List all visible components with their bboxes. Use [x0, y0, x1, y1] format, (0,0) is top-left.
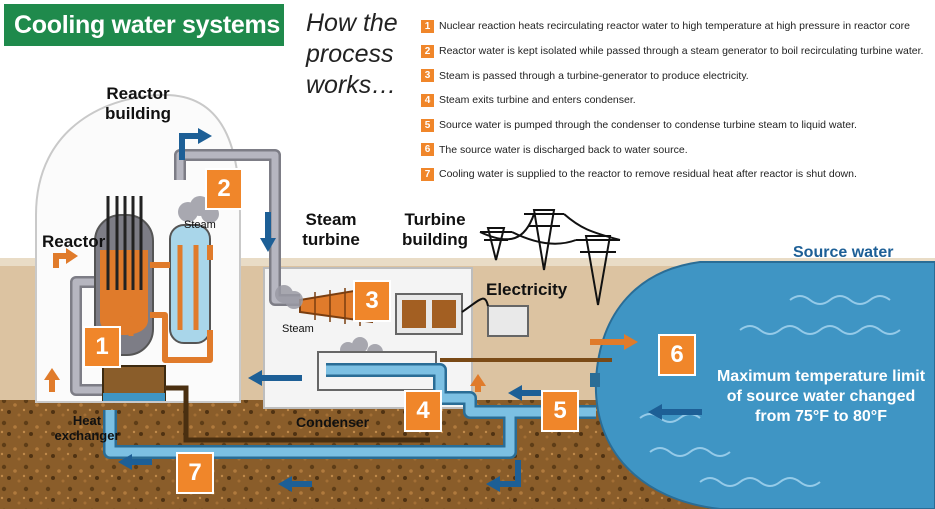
legend-item: 5 Source water is pumped through the con… [421, 113, 931, 138]
max-temperature-note: Maximum temperature limit of source wate… [716, 368, 926, 425]
page-title: Cooling water systems [4, 4, 284, 46]
electricity-label: Electricity [486, 280, 568, 299]
turbine-building-label: Turbine building [401, 210, 469, 249]
step-marker-1: 1 [83, 326, 121, 368]
legend-item: 7 Cooling water is supplied to the react… [421, 162, 931, 187]
legend-step-text: The source water is discharged back to w… [439, 143, 688, 156]
step-marker-3: 3 [353, 280, 391, 322]
steps-legend: 1 Nuclear reaction heats recirculating r… [421, 14, 931, 187]
legend-item: 3 Steam is passed through a turbine-gene… [421, 63, 931, 88]
legend-step-text: Steam exits turbine and enters condenser… [439, 94, 636, 107]
condenser-label: Condenser [296, 414, 370, 430]
legend-item: 6 The source water is discharged back to… [421, 137, 931, 162]
steam-label: Steam [184, 219, 216, 231]
legend-item: 4 Steam exits turbine and enters condens… [421, 88, 931, 113]
intro-heading: How the process works… [306, 9, 398, 99]
step-marker-6: 6 [658, 334, 696, 376]
legend-step-number: 2 [421, 44, 434, 58]
legend-step-text: Nuclear reaction heats recirculating rea… [439, 20, 910, 33]
flow-arrows [44, 128, 702, 492]
steam-label: Steam [282, 323, 314, 335]
legend-step-number: 6 [421, 143, 434, 157]
reactor-building-label: Reactor building [104, 84, 172, 123]
legend-step-text: Reactor water is kept isolated while pas… [439, 45, 924, 58]
steam-turbine-label: Steam turbine [302, 210, 360, 249]
legend-step-number: 4 [421, 93, 434, 107]
legend-item: 2 Reactor water is kept isolated while p… [421, 39, 931, 64]
step-marker-4: 4 [404, 390, 442, 432]
steam-generator [169, 224, 211, 344]
legend-step-number: 5 [421, 118, 434, 132]
source-water-label: Source water [793, 244, 894, 261]
step-marker-7: 7 [176, 452, 214, 494]
transmission-towers [461, 209, 621, 313]
legend-step-text: Steam is passed through a turbine-genera… [439, 69, 749, 82]
heat-exchanger-label: Heat exchanger [54, 413, 120, 443]
legend-step-number: 1 [421, 19, 434, 33]
legend-step-text: Source water is pumped through the conde… [439, 119, 857, 132]
step-marker-2: 2 [205, 168, 243, 210]
legend-step-number: 3 [421, 69, 434, 83]
reactor-label: Reactor [42, 232, 106, 251]
legend-step-number: 7 [421, 167, 434, 181]
legend-item: 1 Nuclear reaction heats recirculating r… [421, 14, 931, 39]
legend-step-text: Cooling water is supplied to the reactor… [439, 168, 857, 181]
step-marker-5: 5 [541, 390, 579, 432]
